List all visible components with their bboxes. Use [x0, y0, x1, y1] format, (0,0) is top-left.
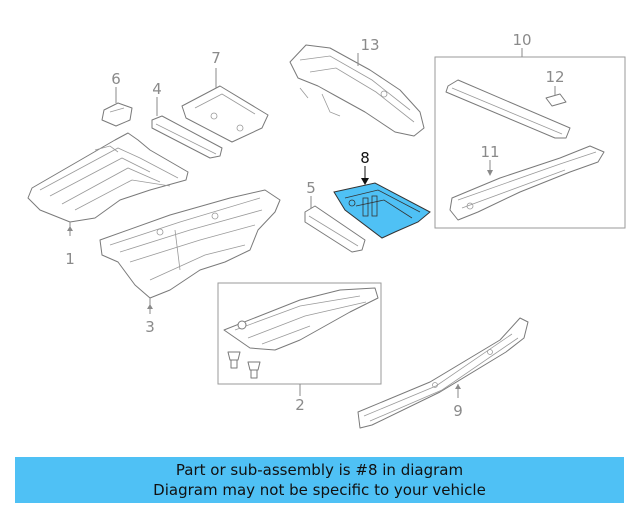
- callout-5: 5: [306, 179, 316, 197]
- callout-2: 2: [295, 396, 305, 414]
- callout-6: 6: [111, 70, 121, 88]
- part-12-plate[interactable]: [545, 86, 567, 107]
- part-2-floor-panel-group[interactable]: [217, 282, 382, 396]
- part-8-floor-panel-highlighted[interactable]: [333, 166, 431, 239]
- callout-4: 4: [152, 80, 162, 98]
- callout-12: 12: [545, 68, 564, 86]
- banner-line-1: Part or sub-assembly is #8 in diagram: [175, 461, 464, 479]
- callout-9: 9: [453, 402, 463, 420]
- banner-line-2: Diagram may not be specific to your vehi…: [153, 481, 486, 499]
- part-1-floor-pan[interactable]: [27, 132, 189, 236]
- callout-11: 11: [480, 143, 499, 161]
- part-13-side-rail[interactable]: [289, 44, 425, 137]
- part-10-group[interactable]: [434, 48, 626, 229]
- part-9-side-sill[interactable]: [357, 317, 529, 429]
- part-11-side-member[interactable]: [449, 145, 605, 221]
- callout-8: 8: [360, 149, 370, 167]
- part-6-bracket[interactable]: [101, 87, 133, 127]
- part-3-center-tunnel[interactable]: [99, 189, 281, 314]
- callout-3: 3: [145, 318, 155, 336]
- part-5-cross-member[interactable]: [304, 196, 366, 253]
- callout-7: 7: [211, 49, 221, 67]
- callout-13: 13: [360, 36, 379, 54]
- part-4-reinforcement[interactable]: [151, 97, 223, 159]
- clip-icon: [227, 351, 241, 369]
- callout-1: 1: [65, 250, 75, 268]
- part-7-floor-plate[interactable]: [181, 68, 269, 143]
- info-banner: Part or sub-assembly is #8 in diagram Di…: [15, 457, 624, 503]
- callout-10: 10: [512, 31, 531, 49]
- clip-icon: [247, 361, 261, 379]
